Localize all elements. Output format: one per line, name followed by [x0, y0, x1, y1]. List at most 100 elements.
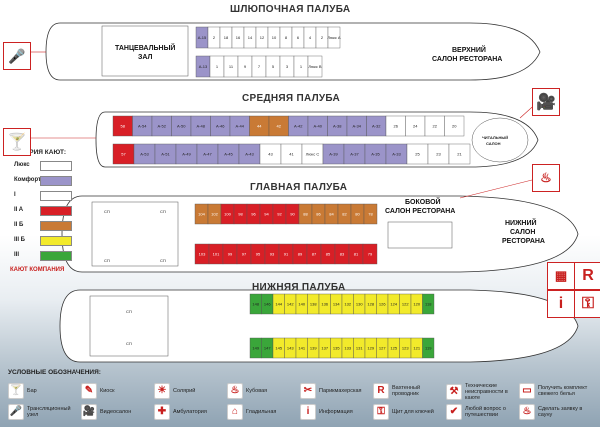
cabin-number: 18 — [224, 35, 229, 40]
cabin — [363, 203, 378, 225]
cabin-number: 124 — [390, 302, 397, 307]
cabin-number: 41 — [289, 152, 294, 157]
cabin-number: 82 — [342, 212, 347, 217]
cabin-number: 96 — [251, 212, 256, 217]
cabin-number: 6 — [297, 35, 300, 40]
category-swatch — [40, 251, 72, 261]
cabin-number: A-49 — [182, 152, 191, 157]
cabin-number: 149 — [252, 346, 259, 351]
cabin-number: 145 — [275, 346, 282, 351]
cabin-number: 11 — [229, 64, 234, 69]
cabin-number: 16 — [236, 35, 241, 40]
legend-item: ♨Сделать заявку в сауну — [519, 404, 589, 420]
cabin-number: A-47 — [203, 152, 212, 157]
legend-item: ♨Кубовая — [227, 383, 297, 399]
category-title: КАТЕГОРИЯ КАЮТ: — [4, 149, 67, 156]
cabin-number: 134 — [333, 302, 340, 307]
company-cabin-label: КАЮТ КОМПАНИЯ — [10, 267, 65, 273]
cabin-number: A-13 — [199, 64, 208, 69]
cabin-number: 79 — [368, 252, 373, 257]
cabin-number: A-46 — [216, 124, 225, 129]
cabin-number: 2 — [321, 35, 324, 40]
cabin-number: A-34 — [353, 124, 362, 129]
legend-symbol-icon: ⌂ — [227, 404, 243, 420]
cabin-number: A-43 — [245, 152, 254, 157]
legend-symbol-icon: ☀ — [154, 383, 170, 399]
cabin-number: 140 — [298, 302, 305, 307]
cabin-number: 147 — [264, 346, 271, 351]
legend-item: ☀Солярий — [154, 383, 224, 399]
legend-symbol-icon: ♨ — [227, 383, 243, 399]
cabin — [422, 337, 435, 359]
category-label: II A — [14, 207, 24, 213]
legend-label: Щит для ключей — [392, 409, 434, 415]
cabin — [444, 115, 465, 137]
cabin-number: 85 — [326, 252, 331, 257]
middle-deck-title: СРЕДНЯЯ ПАЛУБА — [242, 93, 341, 104]
cabin-number: 128 — [367, 302, 374, 307]
legend-symbol-icon: ⚒ — [446, 384, 462, 400]
cabin-number: 137 — [321, 346, 328, 351]
cabin-number: A-32 — [372, 124, 381, 129]
legend-label: Любой вопрос о путешествии — [465, 406, 506, 418]
cabin-number: 21 — [457, 152, 462, 157]
legend-item: ⚿Щит для ключей — [373, 404, 443, 420]
cabin-number: 127 — [379, 346, 386, 351]
legend-item: ✂Парикмахерская — [300, 383, 370, 399]
legend-symbol-icon: ✔ — [446, 404, 462, 420]
category-label: III Б — [14, 237, 25, 243]
cabin-number: 131 — [356, 346, 363, 351]
cabin-number: A-45 — [224, 152, 233, 157]
cabin-number: 122 — [402, 302, 409, 307]
legend-label: Видеосалон — [100, 409, 132, 415]
legend-symbol-icon: 🎤 — [8, 404, 24, 420]
legend-symbol-icon: R — [373, 383, 389, 399]
cabin-number: Люкс С — [306, 152, 320, 157]
cabin-number: 90 — [290, 212, 295, 217]
cabin-number: A-51 — [161, 152, 170, 157]
cabin-number: 135 — [333, 346, 340, 351]
cabin-number: 14 — [248, 35, 253, 40]
legend-symbol-icon: 🎥 — [81, 404, 97, 420]
reading-salon-label-1: ЧИТАЛЬНЫЙ — [482, 135, 508, 140]
cabin-number: A-15 — [198, 35, 207, 40]
category-label: Люкс — [14, 162, 30, 168]
cabin-number: 83 — [340, 252, 345, 257]
cabin-number: 2 — [213, 35, 216, 40]
cabin-number: A-48 — [197, 124, 206, 129]
category-label: I — [14, 192, 16, 198]
cabin-number: A-33 — [392, 152, 401, 157]
cabin-number: 99 — [228, 252, 233, 257]
cabin — [307, 55, 323, 78]
legend-label: Трансляционный узел — [27, 406, 71, 418]
legend-symbol-icon: ⚿ — [373, 404, 389, 420]
cabin-number: 22 — [433, 124, 438, 129]
cabin-number: 141 — [298, 346, 305, 351]
cabin-number: 87 — [312, 252, 317, 257]
cabin-number: 26 — [394, 124, 399, 129]
cabin-number: 92 — [277, 212, 282, 217]
category-swatch — [40, 236, 72, 246]
dance-hall — [101, 25, 189, 77]
gift-box-icon: ▦ — [547, 262, 575, 290]
cabin-number: A-35 — [371, 152, 380, 157]
cabin-number: A-37 — [350, 152, 359, 157]
cabin-number: A-38 — [333, 124, 342, 129]
dance-hall-label-1: ТАНЦЕВАЛЬНЫЙ — [115, 43, 175, 52]
cabin-number: 57 — [121, 152, 126, 157]
cabin-number: A-39 — [329, 152, 338, 157]
cabin-number: 44 — [257, 124, 262, 129]
steward-r-icon: R — [574, 262, 600, 290]
cabin-number: 78 — [368, 212, 373, 217]
main-stairs — [91, 201, 179, 267]
cabin-number: 142 — [287, 302, 294, 307]
cabin-number: 12 — [260, 35, 265, 40]
cabin-number: 7 — [258, 64, 261, 69]
cabin-number: A-53 — [140, 152, 149, 157]
legend-label: Сделать заявку в сауну — [538, 406, 583, 418]
cabin-number: A-52 — [158, 124, 167, 129]
